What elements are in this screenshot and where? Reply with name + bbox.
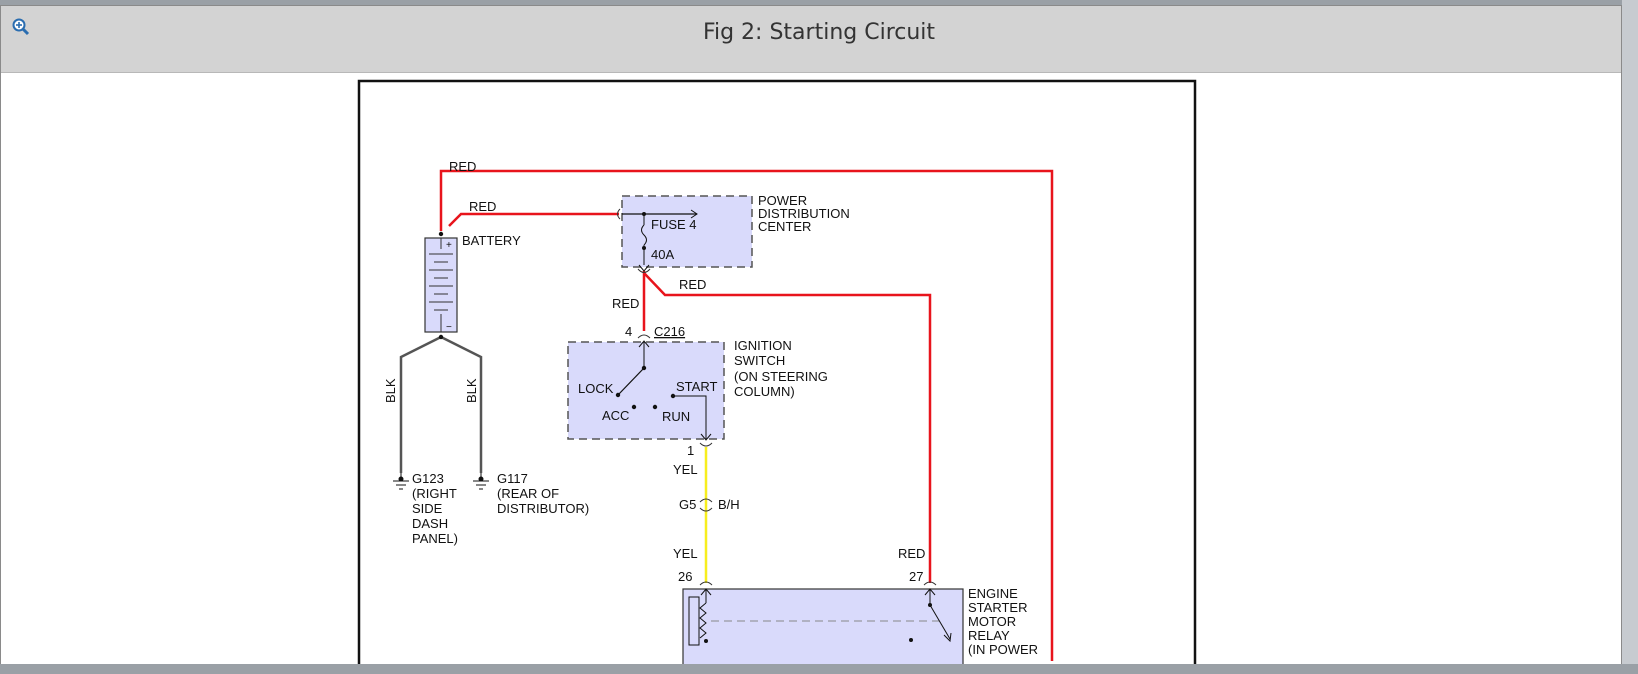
viewer-header <box>1 6 1621 73</box>
label-red-fuse-down: RED <box>612 296 639 311</box>
label-g123-4: DASH <box>412 516 448 531</box>
label-ignition-2: SWITCH <box>734 353 785 368</box>
label-ignition-1: IGNITION <box>734 338 792 353</box>
label-battery: BATTERY <box>462 233 521 248</box>
black-wires <box>399 335 483 473</box>
label-pin-26: 26 <box>678 569 692 584</box>
power-distribution-center <box>617 195 753 273</box>
bottom-border <box>0 664 1638 674</box>
label-g123-5: PANEL) <box>412 531 458 546</box>
ground-g123-symbol <box>393 473 409 490</box>
label-g5: G5 <box>679 497 696 512</box>
label-red-top: RED <box>449 159 476 174</box>
label-g117-3: DISTRIBUTOR) <box>497 501 589 516</box>
starting-circuit-diagram: + − <box>357 79 1197 666</box>
label-blk-1: BLK <box>383 378 398 403</box>
label-red-fuse-right: RED <box>679 277 706 292</box>
label-run: RUN <box>662 409 690 424</box>
label-pdc-1: POWER <box>758 193 807 208</box>
zoom-in-icon[interactable] <box>11 17 31 37</box>
svg-text:−: − <box>446 322 452 333</box>
label-red-relay: RED <box>898 546 925 561</box>
label-relay-2: STARTER <box>968 600 1027 615</box>
label-lock: LOCK <box>578 381 614 396</box>
diagram-frame <box>357 79 1197 666</box>
label-pin-1: 1 <box>687 443 694 458</box>
label-ignition-4: COLUMN) <box>734 384 795 399</box>
label-acc: ACC <box>602 408 629 423</box>
label-yel-2: YEL <box>673 546 698 561</box>
label-g123-3: SIDE <box>412 501 443 516</box>
label-start: START <box>676 379 717 394</box>
svg-text:+: + <box>446 240 452 251</box>
image-viewer-window: + − <box>0 5 1622 667</box>
label-bh: B/H <box>718 497 740 512</box>
figure-title: Fig 2: Starting Circuit <box>702 20 936 45</box>
label-g117-1: G117 <box>497 471 528 486</box>
label-yel-1: YEL <box>673 462 698 477</box>
label-pdc-3: CENTER <box>758 219 811 234</box>
label-relay-4: RELAY <box>968 628 1010 643</box>
label-g123-1: G123 <box>412 471 444 486</box>
label-pdc-2: DISTRIBUTION <box>758 206 850 221</box>
label-fuse-rating: 40A <box>651 247 674 262</box>
starter-relay <box>682 581 964 666</box>
label-g123-2: (RIGHT <box>412 486 457 501</box>
label-fuse: FUSE 4 <box>651 217 697 232</box>
ground-g117-symbol <box>473 473 489 490</box>
label-ignition-3: (ON STEERING <box>734 369 828 384</box>
scrollbar-track[interactable] <box>1622 0 1638 674</box>
label-red-battery: RED <box>469 199 496 214</box>
label-relay-5: (IN POWER <box>968 642 1038 657</box>
label-pin-27: 27 <box>909 569 923 584</box>
g5-connector <box>699 498 713 512</box>
ignition-switch <box>567 334 725 447</box>
label-relay-1: ENGINE <box>968 586 1018 601</box>
red-wires <box>439 169 1054 661</box>
label-c216: C216 <box>654 324 685 339</box>
battery-symbol: + − <box>424 231 458 340</box>
label-g117-2: (REAR OF <box>497 486 559 501</box>
label-blk-2: BLK <box>464 378 479 403</box>
label-relay-3: MOTOR <box>968 614 1016 629</box>
label-pin-4: 4 <box>625 324 632 339</box>
